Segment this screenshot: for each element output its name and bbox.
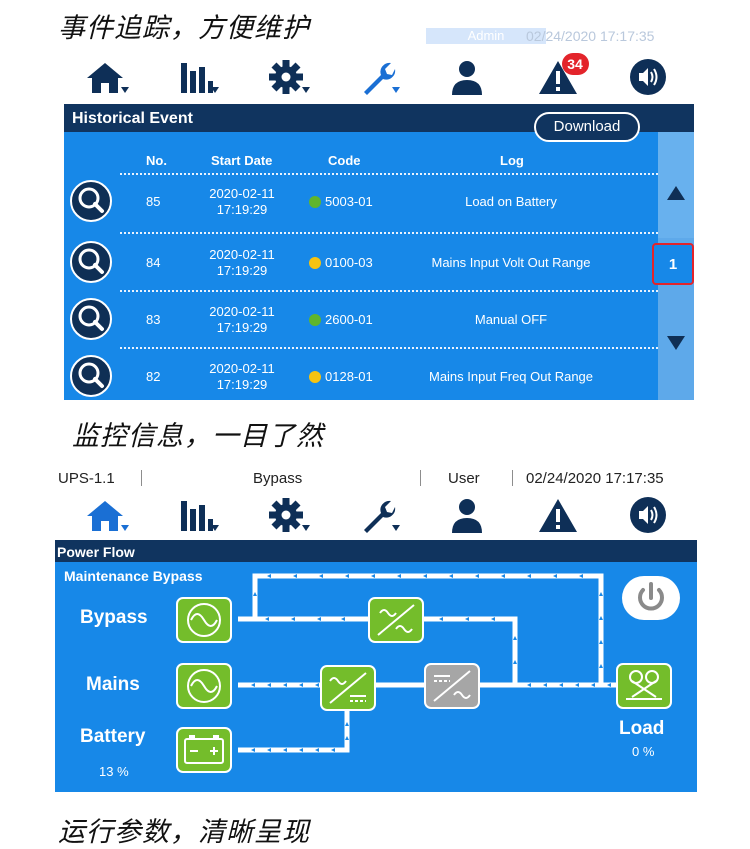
battery-label: Battery	[80, 726, 146, 747]
settings-button[interactable]	[241, 52, 332, 102]
bar-chart-icon	[180, 501, 213, 531]
sound-button[interactable]	[603, 490, 694, 540]
alarm-button[interactable]	[513, 490, 604, 540]
user-role-label: Admin	[426, 28, 546, 44]
ac-dc-icon	[329, 672, 367, 704]
historical-event-panel: Historical Event No. Start Date Code Log…	[64, 104, 694, 400]
download-button[interactable]: Download	[534, 112, 640, 142]
device-label: UPS-1.1	[58, 470, 115, 487]
wrench-icon	[363, 62, 395, 95]
mains-label: Mains	[86, 674, 140, 695]
dc-ac-icon	[433, 670, 471, 702]
load-level: 0 %	[632, 744, 655, 759]
datetime-label: 02/24/2020 17:17:35	[526, 470, 664, 487]
status-dot	[309, 314, 321, 326]
ac-sine-icon	[187, 603, 221, 637]
gear-icon	[269, 60, 304, 94]
page-down-button[interactable]	[667, 336, 685, 350]
wrench-icon	[363, 500, 395, 533]
statistics-button[interactable]	[151, 52, 242, 102]
magnifier-icon	[78, 187, 104, 213]
home-button[interactable]	[60, 490, 151, 540]
bar-chart-icon	[180, 63, 213, 93]
battery-box[interactable]	[176, 727, 232, 773]
alarm-icon	[538, 61, 577, 94]
status-bar: Admin 02/24/2020 17:17:35	[60, 28, 694, 44]
user-button[interactable]	[422, 490, 513, 540]
caption-parameters: 运行参数，清晰呈现	[58, 817, 310, 848]
col-log: Log	[500, 153, 524, 168]
event-detail-button[interactable]	[70, 180, 112, 222]
static-switch-box[interactable]	[368, 597, 424, 643]
user-button[interactable]	[422, 52, 513, 102]
home-icon	[87, 501, 124, 531]
main-toolbar	[60, 490, 694, 540]
load-icon	[626, 670, 662, 700]
gear-icon	[269, 498, 304, 532]
bypass-label: Bypass	[80, 607, 148, 628]
magnifier-icon	[78, 305, 104, 331]
user-icon	[452, 61, 483, 95]
magnifier-icon	[78, 248, 104, 274]
maintenance-button[interactable]	[332, 490, 423, 540]
battery-level: 13 %	[99, 764, 129, 779]
battery-icon	[184, 735, 224, 764]
power-flow-lines	[238, 573, 618, 753]
speaker-icon	[630, 497, 667, 533]
sound-button[interactable]	[603, 52, 694, 102]
home-button[interactable]	[60, 52, 151, 102]
alarm-count-badge: 34	[561, 53, 589, 75]
maintenance-button[interactable]	[332, 52, 423, 102]
ac-ac-icon	[377, 604, 415, 636]
event-detail-button[interactable]	[70, 355, 112, 397]
load-box[interactable]	[616, 663, 672, 709]
power-button[interactable]	[622, 576, 680, 620]
status-dot	[309, 196, 321, 208]
panel-title: Power Flow	[55, 540, 697, 562]
mains-source-box[interactable]	[176, 663, 232, 709]
power-flow-panel: Power Flow Maintenance Bypass Bypass Mai…	[55, 540, 697, 792]
inverter-box[interactable]	[424, 663, 480, 709]
alarm-button[interactable]: 34	[513, 52, 604, 102]
bypass-source-box[interactable]	[176, 597, 232, 643]
mode-label: Bypass	[253, 470, 303, 487]
magnifier-icon	[78, 362, 104, 388]
col-start-date: Start Date	[211, 153, 273, 168]
status-dot	[309, 371, 321, 383]
statistics-button[interactable]	[151, 490, 242, 540]
page-up-button[interactable]	[658, 132, 694, 238]
home-icon	[87, 63, 124, 93]
page-number-box[interactable]: 1	[652, 243, 694, 285]
event-detail-button[interactable]	[70, 241, 112, 283]
table-header: No. Start Date Code Log	[64, 150, 658, 172]
alarm-icon	[538, 499, 577, 532]
speaker-icon	[630, 59, 667, 95]
user-icon	[452, 499, 483, 533]
load-label: Load	[619, 718, 665, 739]
col-no: No.	[146, 153, 167, 168]
caption-event-tracking: 事件追踪，方便维护	[58, 13, 310, 44]
col-code: Code	[328, 153, 361, 168]
main-toolbar: 34	[60, 52, 694, 102]
settings-button[interactable]	[241, 490, 332, 540]
datetime-label: 02/24/2020 17:17:35	[526, 28, 655, 44]
rectifier-box[interactable]	[320, 665, 376, 711]
ac-sine-icon	[187, 669, 221, 703]
mode-subtitle: Maintenance Bypass	[64, 568, 203, 584]
arrow-up-icon	[667, 186, 685, 200]
status-bar: UPS-1.1 Bypass User 02/24/2020 17:17:35	[58, 468, 694, 488]
status-dot	[309, 257, 321, 269]
caption-monitoring: 监控信息，一目了然	[72, 421, 324, 452]
user-label: User	[448, 470, 480, 487]
power-icon	[638, 582, 664, 611]
event-detail-button[interactable]	[70, 298, 112, 340]
